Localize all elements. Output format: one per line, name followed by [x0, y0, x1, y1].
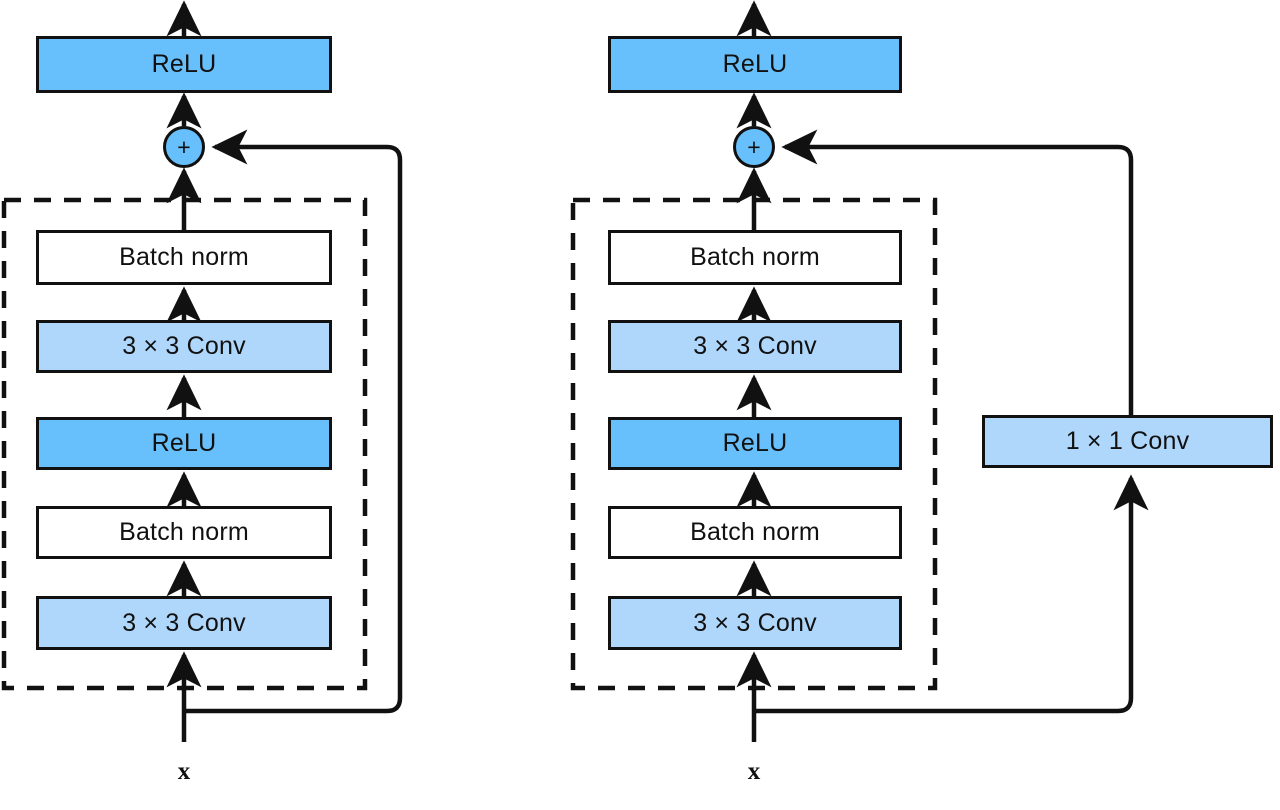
right-residual-function-dashed-box [570, 197, 938, 691]
left-identity-shortcut-path [184, 129, 403, 714]
left-layer-conv3x3-2[interactable]: 3 × 3 Conv [36, 320, 332, 373]
right-shortcut-conv1x1-block[interactable]: 1 × 1 Conv [982, 415, 1273, 468]
left-layer-label-4: 3 × 3 Conv [122, 608, 246, 637]
left-layer-conv3x3-1[interactable]: 3 × 3 Conv [36, 596, 332, 650]
right-layer-label-2: ReLU [722, 429, 788, 457]
right-shortcut-to-1x1conv-path [754, 474, 1149, 714]
left-sum-symbol: + [177, 133, 191, 160]
right-layer-label-4: 3 × 3 Conv [693, 608, 817, 637]
left-sum-node[interactable]: + [163, 126, 205, 168]
left-layer-batchnorm-2[interactable]: Batch norm [36, 230, 332, 285]
right-shortcut-conv1x1-label: 1 × 1 Conv [1065, 427, 1190, 455]
left-layer-label-0: Batch norm [119, 243, 249, 271]
left-layer-batchnorm-1[interactable]: Batch norm [36, 506, 332, 559]
right-layer-label-3: Batch norm [690, 518, 820, 546]
right-layer-conv3x3-1[interactable]: 3 × 3 Conv [608, 596, 902, 650]
right-1x1conv-to-sum-path [781, 129, 1134, 415]
left-layer-label-1: 3 × 3 Conv [122, 332, 246, 360]
right-layer-conv3x3-2[interactable]: 3 × 3 Conv [608, 320, 902, 373]
right-layer-label-0: Batch norm [690, 243, 820, 271]
right-layer-label-1: 3 × 3 Conv [693, 332, 817, 360]
left-layer-label-2: ReLU [151, 429, 217, 457]
left-layer-relu-inner[interactable]: ReLU [36, 417, 332, 470]
right-output-relu-block[interactable]: ReLU [608, 36, 902, 93]
right-layer-batchnorm-1[interactable]: Batch norm [608, 506, 902, 559]
right-layer-relu-inner[interactable]: ReLU [608, 417, 902, 470]
left-output-relu-label: ReLU [151, 50, 217, 78]
left-output-relu-block[interactable]: ReLU [36, 36, 332, 93]
right-layer-batchnorm-2[interactable]: Batch norm [608, 230, 902, 285]
left-layer-label-3: Batch norm [119, 518, 249, 546]
right-input-label: x [747, 758, 761, 785]
left-residual-function-dashed-box [1, 197, 368, 691]
right-sum-symbol: + [747, 133, 761, 160]
left-input-label: x [177, 758, 191, 785]
right-output-relu-label: ReLU [722, 50, 788, 78]
right-sum-node[interactable]: + [733, 126, 775, 168]
